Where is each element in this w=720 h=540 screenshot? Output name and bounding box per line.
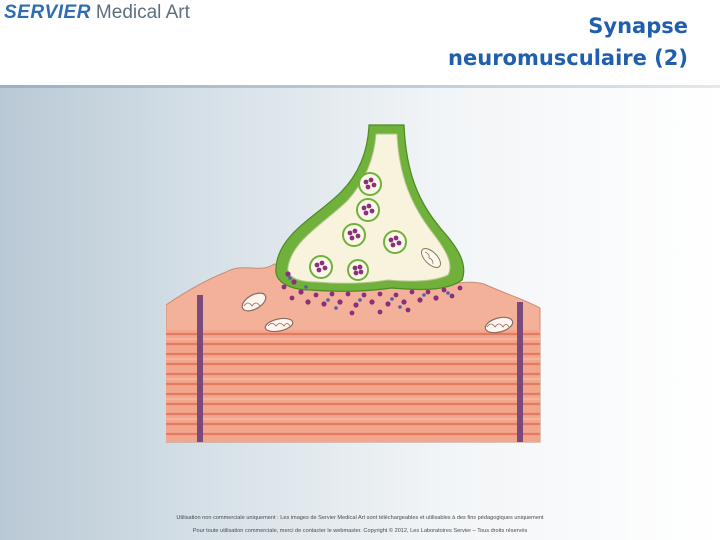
muscle-fibre [166, 263, 541, 443]
footer-line-1: Utilisation non commerciale uniquement :… [176, 515, 544, 521]
vesicle-5 [309, 255, 333, 279]
vesicle-3 [342, 223, 366, 247]
mitochondrion-2 [264, 317, 294, 333]
z-line-right [517, 302, 523, 442]
vesicle-4 [383, 230, 407, 254]
header-bar [0, 0, 720, 86]
title-line-2: neuromusculaire (2) [448, 46, 688, 70]
page-title: Synapse neuromusculaire (2) [448, 10, 688, 74]
header-divider [0, 85, 720, 88]
title-line-1: Synapse [588, 14, 688, 38]
mitochondrion-1 [241, 292, 267, 312]
neurotransmitter-molecules [281, 271, 463, 316]
mitochondrion-3 [484, 316, 514, 334]
terminal-mitochondrion [421, 248, 441, 268]
vesicle-6 [347, 259, 369, 281]
receptor-sites [288, 276, 450, 310]
vesicle-2 [356, 198, 380, 222]
logo-brand: SERVIER [4, 2, 91, 23]
footer-line-2: Pour toute utilisation commerciale, merc… [192, 528, 528, 534]
vesicle-1 [358, 172, 382, 196]
logo-sub: Medical Art [95, 2, 190, 23]
z-line-left [197, 295, 203, 442]
synapse-illustration [166, 124, 541, 443]
